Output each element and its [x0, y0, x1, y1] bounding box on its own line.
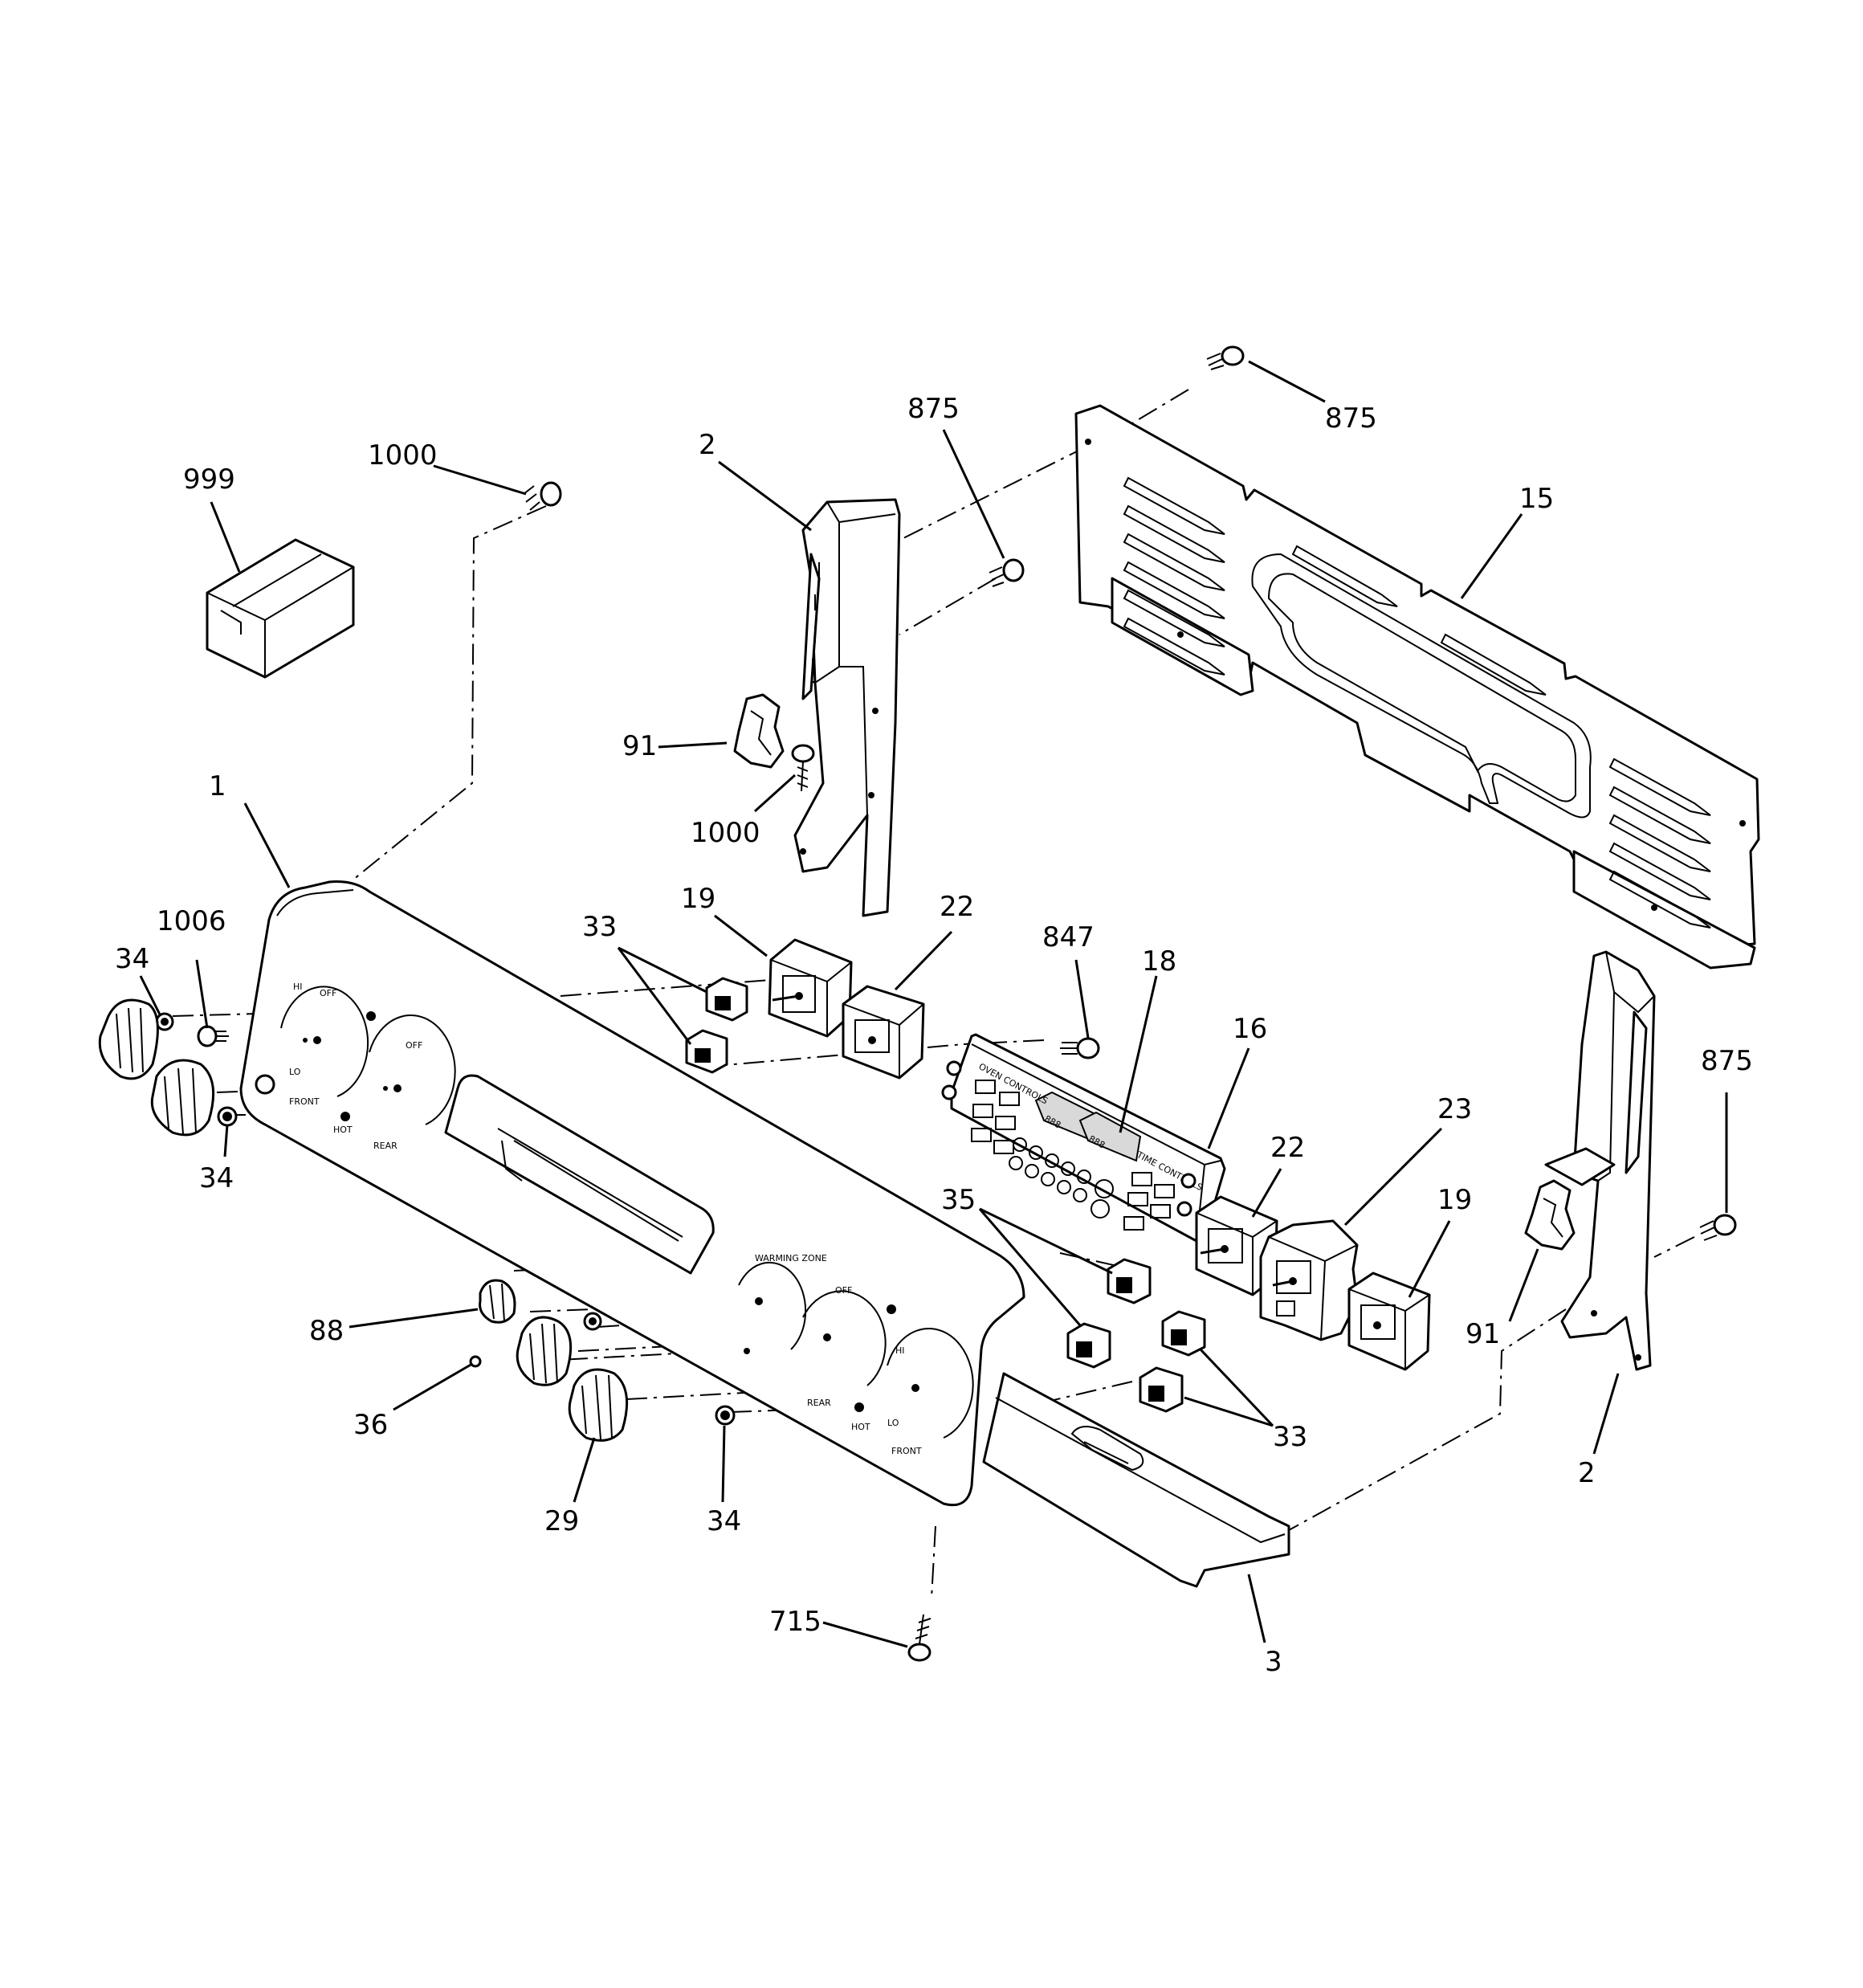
screw-875-top	[1206, 345, 1245, 370]
part-33-rocker-top-a	[705, 977, 748, 1022]
callout-35: 35	[941, 1184, 976, 1216]
callout-22-left: 22	[940, 891, 974, 923]
part-35-rocker-b	[1066, 1322, 1111, 1369]
panel-label-hi-bottom: HI	[895, 1345, 905, 1356]
callout-19-left: 19	[681, 883, 715, 915]
callout-999: 999	[183, 463, 235, 496]
callout-33-top: 33	[582, 911, 617, 943]
callout-23: 23	[1437, 1093, 1472, 1125]
callout-16: 16	[1233, 1013, 1267, 1045]
panel-label-hot-left: HOT	[333, 1125, 353, 1135]
callout-2-left: 2	[699, 429, 716, 461]
knob-middle-bottom	[516, 1316, 573, 1386]
callout-875-mid: 875	[907, 393, 960, 425]
part-33-rocker-bottom-b	[1139, 1366, 1184, 1413]
callout-19-right: 19	[1437, 1184, 1472, 1216]
part-91-clip-right	[1524, 1179, 1576, 1251]
screw-1000-mid	[791, 744, 815, 792]
panel-label-rear-bottom: REAR	[807, 1398, 831, 1408]
callout-875-right: 875	[1701, 1045, 1753, 1077]
panel-label-off-left: OFF	[320, 988, 336, 998]
callout-88: 88	[309, 1315, 344, 1347]
screw-1000-top	[523, 481, 562, 511]
dial-warming-zone	[738, 1261, 807, 1350]
knob-34-nut-bottom	[715, 1405, 736, 1426]
callout-2-right: 2	[1578, 1457, 1596, 1489]
part-19-switch-right	[1347, 1272, 1431, 1371]
panel-label-front: FRONT	[289, 1096, 320, 1107]
part-33-rocker-top-b	[685, 1029, 728, 1074]
panel-label-warming-zone: WARMING ZONE	[755, 1253, 827, 1263]
part-3-lower-trim	[982, 1372, 1290, 1588]
part-1-control-panel: OFF HI LO FRONT OFF REAR HOT WARMING ZON…	[239, 880, 1025, 1507]
callout-34-top: 34	[115, 943, 149, 975]
louvers-center	[1291, 545, 1547, 696]
callout-91-right: 91	[1466, 1318, 1500, 1350]
callout-1006: 1006	[157, 905, 226, 937]
screw-875-right	[1699, 1214, 1737, 1241]
callout-1000-mid: 1000	[691, 817, 760, 849]
callout-34-mid: 34	[199, 1162, 234, 1194]
louvers-left	[1123, 476, 1225, 676]
part-15-back-panel	[1074, 404, 1760, 970]
knob-34-top-nut	[155, 1012, 174, 1031]
panel-label-hi-left: HI	[293, 982, 303, 992]
panel-label-front-bottom: FRONT	[891, 1446, 922, 1456]
knob-left-lower	[150, 1059, 215, 1137]
part-33-rocker-bottom-a	[1161, 1310, 1206, 1357]
leader-lines	[139, 360, 1728, 1648]
panel-label-off-bottom: OFF	[835, 1285, 852, 1296]
screw-875-mid	[989, 558, 1025, 587]
callout-15: 15	[1519, 483, 1554, 515]
knob-29	[568, 1368, 629, 1442]
callout-3: 3	[1265, 1646, 1282, 1678]
panel-label-lo-left: LO	[289, 1067, 301, 1077]
knob-34-nut-bottom-upper	[583, 1312, 602, 1331]
callout-labels: 999 1000 2 875 875 15 91 1000 1 1006 34 …	[115, 393, 1753, 1678]
part-35-rocker-a	[1107, 1258, 1152, 1304]
part-16-oven-control: 888 888 OVEN CONTROLS TIME CONTROLS	[941, 1033, 1226, 1243]
part-2-side-bracket-left	[793, 498, 901, 917]
knob-88	[479, 1279, 516, 1324]
callout-34-bottom: 34	[707, 1505, 741, 1537]
callout-29: 29	[544, 1505, 579, 1537]
callout-1: 1	[209, 770, 226, 802]
callout-847: 847	[1042, 921, 1095, 953]
panel-label-hot-bottom: HOT	[851, 1422, 870, 1432]
dial-rear-right	[802, 1290, 887, 1386]
callout-36: 36	[353, 1409, 388, 1441]
louvers-right	[1608, 757, 1711, 929]
callout-18: 18	[1142, 945, 1176, 978]
dial-front-left	[280, 986, 369, 1097]
screw-715	[907, 1614, 932, 1662]
knob-left-upper	[98, 998, 159, 1080]
part-2-side-bracket-right	[1544, 950, 1656, 1371]
panel-label-rear: REAR	[373, 1141, 397, 1151]
part-36-pin	[469, 1355, 482, 1368]
callout-875-top: 875	[1325, 402, 1377, 435]
screw-847	[1060, 1037, 1100, 1059]
part-23-infinite-switch	[1259, 1219, 1359, 1341]
dial-rear-left	[369, 1014, 456, 1125]
dial-front-right	[887, 1328, 974, 1439]
callout-715: 715	[769, 1606, 821, 1638]
callout-1000-top: 1000	[368, 439, 438, 471]
part-91-clip-left	[733, 693, 785, 769]
part-19-switch-left	[768, 938, 853, 1038]
panel-label-off-right: OFF	[406, 1040, 422, 1051]
part-999-box	[206, 538, 355, 679]
part-22-switch-left	[842, 985, 925, 1080]
panel-label-lo-bottom: LO	[887, 1418, 899, 1428]
callout-33-bottom: 33	[1273, 1421, 1307, 1453]
knob-34-mid-nut	[217, 1106, 238, 1127]
callout-22-right: 22	[1270, 1132, 1305, 1164]
screw-1006	[197, 1025, 229, 1047]
callout-91-left: 91	[622, 730, 657, 762]
